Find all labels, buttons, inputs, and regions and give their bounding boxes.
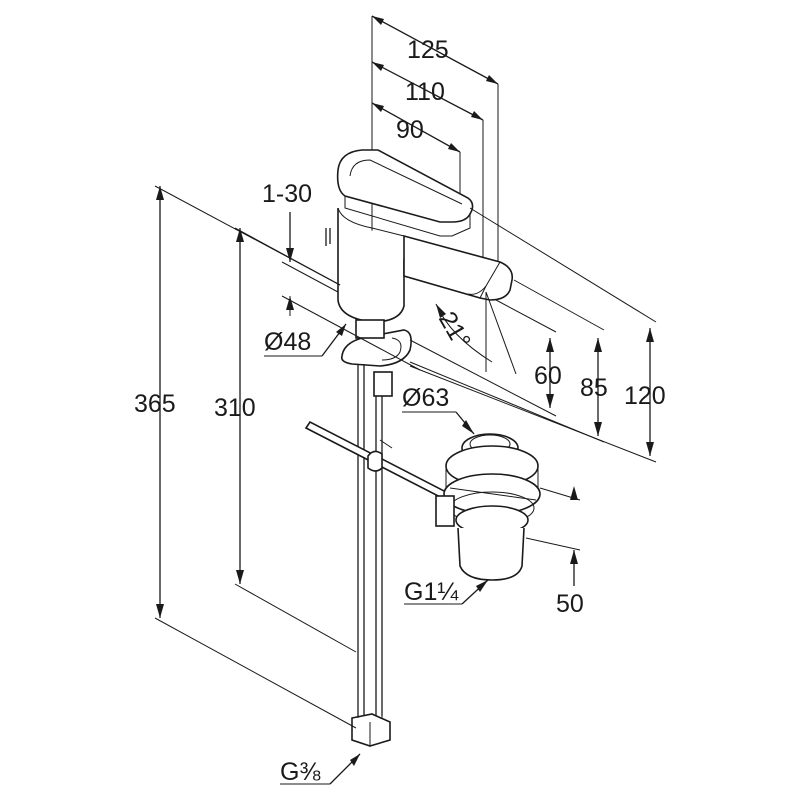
left-dimensions: 365 310 (134, 185, 357, 729)
label-g3-8: G⅜ (280, 758, 320, 786)
label-125: 125 (407, 36, 449, 64)
label-310: 310 (214, 394, 256, 422)
label-50: 50 (556, 590, 584, 618)
pop-up-waste (435, 433, 541, 581)
label-d63: Ø63 (402, 384, 449, 412)
deck-thickness-dimension: 1-30 Ø48 (262, 180, 421, 371)
top-dimensions: 125 110 90 (371, 15, 499, 300)
label-60: 60 (534, 362, 562, 390)
label-d48: Ø48 (264, 328, 311, 356)
label-110: 110 (405, 78, 445, 106)
supply-hoses (351, 364, 391, 747)
faucet-body (325, 149, 514, 397)
label-85: 85 (580, 374, 608, 402)
hose-thread-dimension: G⅜ (280, 753, 361, 786)
right-dimensions: 21° 60 85 120 (409, 207, 666, 463)
label-1-30: 1-30 (262, 180, 312, 208)
pull-rod (304, 420, 452, 502)
label-365: 365 (134, 390, 176, 418)
label-120: 120 (624, 382, 666, 410)
label-90: 90 (396, 116, 424, 144)
waste-dimensions: Ø63 50 G1¼ (402, 384, 584, 618)
label-g1-1-4: G1¼ (404, 578, 459, 606)
